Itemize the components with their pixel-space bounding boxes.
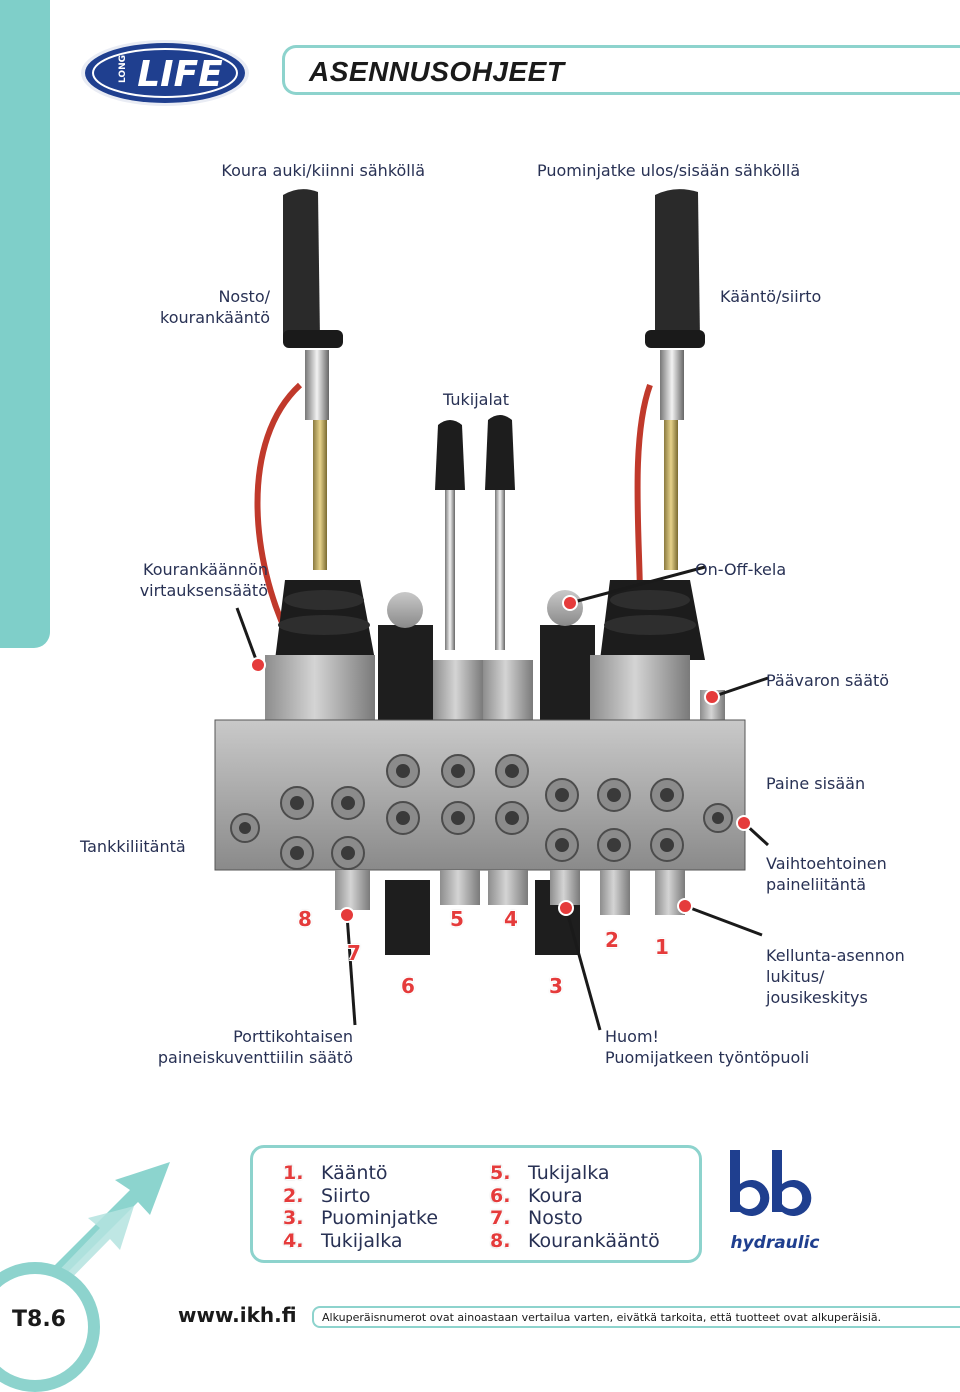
legend-number: 8. <box>490 1229 511 1252</box>
section-number: 5 <box>450 907 464 931</box>
section-number: 6 <box>401 974 415 998</box>
legend-number: 1. <box>283 1162 304 1185</box>
label-virtaus: Kourankäännön virtauksensäätö <box>80 559 268 601</box>
section-number: 2 <box>605 928 619 952</box>
label-nosto-line1: Nosto/ <box>218 287 270 306</box>
label-huom-line2: Puomijatkeen työntöpuoli <box>605 1048 810 1067</box>
label-paine: Paine sisään <box>766 774 866 793</box>
label-nosto: Nosto/ kourankääntö <box>100 286 270 328</box>
legend-item: 4. Tukijalka <box>283 1230 438 1253</box>
label-koura: Koura auki/kiinni sähköllä <box>221 161 425 180</box>
label-kellunta-line2: lukitus/ <box>766 967 825 986</box>
legend-item: 5. Tukijalka <box>490 1162 660 1185</box>
label-puominjatke: Puominjatke ulos/sisään sähköllä <box>537 161 801 180</box>
page-code: T8.6 <box>12 1307 66 1332</box>
legend-text: Puominjatke <box>321 1207 439 1230</box>
legend-number: 2. <box>283 1184 304 1207</box>
legend-number: 7. <box>490 1207 511 1230</box>
legend-item: 2. Siirto <box>283 1185 438 1208</box>
section-number: 4 <box>504 907 518 931</box>
label-tankki: Tankkiliitäntä <box>80 837 186 856</box>
legend-text: Koura <box>528 1184 583 1207</box>
legend-text: Tukijalka <box>528 1162 610 1185</box>
longlife-logo: LONG LIFE <box>81 40 249 106</box>
section-number: 7 <box>347 941 361 965</box>
label-vaihto-line1: Vaihtoehtoinen <box>766 854 887 873</box>
legend-item: 7. Nosto <box>490 1207 660 1230</box>
legend-column-left: 1. Kääntö 2. Siirto 3. Puominjatke 4. Tukija… <box>283 1162 438 1252</box>
legend-text: Tukijalka <box>321 1229 403 1252</box>
section-number: 3 <box>549 974 563 998</box>
valve-block-photo <box>214 189 770 1031</box>
title-banner: ASENNUSOHJEET <box>282 45 960 95</box>
label-portti: Porttikohtaisen paineiskuventtiilin säät… <box>100 1026 353 1068</box>
website-link[interactable]: www.ikh.fi <box>178 1303 297 1327</box>
label-huom: Huom! Puomijatkeen työntöpuoli <box>605 1026 809 1068</box>
legend-text: Kääntö <box>321 1162 388 1185</box>
bb-hydraulic-logo: hydraulic <box>730 1150 820 1253</box>
section-number: 1 <box>655 935 669 959</box>
legend-item: 3. Puominjatke <box>283 1207 438 1230</box>
brand-logo-text: hydraulic <box>730 1233 819 1253</box>
logo-main-text: LIFE <box>137 54 223 95</box>
label-kaanto-siirto: Kääntö/siirto <box>720 287 822 306</box>
disclaimer: Alkuperäisnumerot ovat ainoastaan vertai… <box>312 1306 960 1328</box>
label-huom-line1: Huom! <box>605 1027 659 1046</box>
legend-item: 6. Koura <box>490 1185 660 1208</box>
legend-text: Nosto <box>528 1207 583 1230</box>
legend-number: 5. <box>490 1162 511 1185</box>
legend-box: 1. Kääntö 2. Siirto 3. Puominjatke 4. Tukija… <box>250 1145 702 1263</box>
label-onoff: On-Off-kela <box>695 560 787 579</box>
legend-text: Kourankääntö <box>528 1229 660 1252</box>
legend-number: 3. <box>283 1207 304 1230</box>
label-virtaus-line2: virtauksensäätö <box>139 581 268 600</box>
legend-text: Siirto <box>321 1184 371 1207</box>
legend-item: 1. Kääntö <box>283 1162 438 1185</box>
page-title: ASENNUSOHJEET <box>309 56 565 87</box>
label-paavaron: Päävaron säätö <box>766 671 890 690</box>
legend-column-right: 5. Tukijalka 6. Koura 7. Nosto 8. Kourankään… <box>490 1162 660 1252</box>
label-vaihto: Vaihtoehtoinen paineliitäntä <box>766 853 887 895</box>
side-accent-bar <box>0 0 50 648</box>
section-number: 8 <box>298 907 312 931</box>
label-portti-line2: paineiskuventtiilin säätö <box>157 1048 353 1067</box>
label-kellunta-line1: Kellunta-asennon <box>766 946 905 965</box>
logo-small-text: LONG <box>118 55 128 83</box>
label-nosto-line2: kourankääntö <box>160 308 270 327</box>
label-kellunta-line3: jousikeskitys <box>766 988 868 1007</box>
legend-number: 4. <box>283 1229 304 1252</box>
label-kellunta: Kellunta-asennon lukitus/ jousikeskitys <box>766 945 905 1008</box>
label-portti-line1: Porttikohtaisen <box>233 1027 353 1046</box>
label-virtaus-line1: Kourankäännön <box>143 560 268 579</box>
label-vaihto-line2: paineliitäntä <box>766 875 867 894</box>
legend-item: 8. Kourankääntö <box>490 1230 660 1253</box>
legend-number: 6. <box>490 1184 511 1207</box>
label-tukijalat: Tukijalat <box>443 390 509 409</box>
